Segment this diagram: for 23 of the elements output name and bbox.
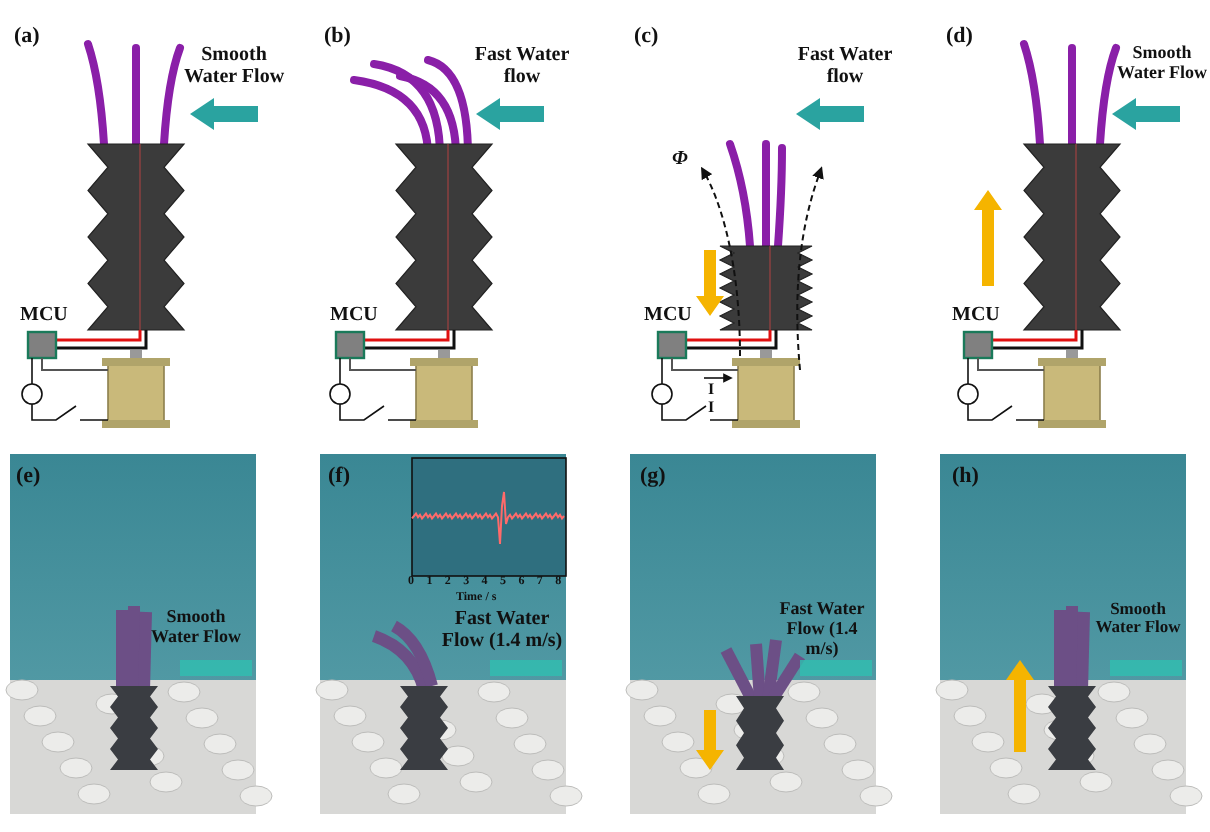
panel-label: (d)	[946, 24, 973, 49]
flow-label: Smooth Water Flow	[181, 44, 287, 88]
panel-label: (h)	[952, 464, 979, 489]
chip-label: MCU	[644, 304, 692, 326]
flow-label: Fast Water Flow (1.4 m/s)	[439, 608, 565, 652]
flow-label: Fast Water Flow (1.4 m/s)	[777, 600, 867, 660]
panel-label: (a)	[14, 24, 40, 49]
chip-label: MCU	[330, 304, 378, 326]
panel-label: (b)	[324, 24, 351, 49]
current-label: I	[708, 400, 715, 418]
chip-label: MCU	[20, 304, 68, 326]
flow-label: Fast Water flow	[795, 44, 895, 88]
current-label: I	[708, 382, 715, 400]
flow-label: Fast Water flow	[472, 44, 572, 88]
flow-label: Smooth Water Flow	[1093, 600, 1183, 638]
panel-label: (g)	[640, 464, 666, 489]
panel-label: (c)	[634, 24, 659, 49]
panel-label: (f)	[328, 464, 350, 489]
flow-label: Smooth Water Flow	[1116, 44, 1208, 84]
flow-label: Smooth Water Flow	[148, 608, 244, 648]
flux-symbol: Φ	[672, 148, 688, 170]
panel-label: (e)	[16, 464, 41, 489]
chip-label: MCU	[952, 304, 1000, 326]
